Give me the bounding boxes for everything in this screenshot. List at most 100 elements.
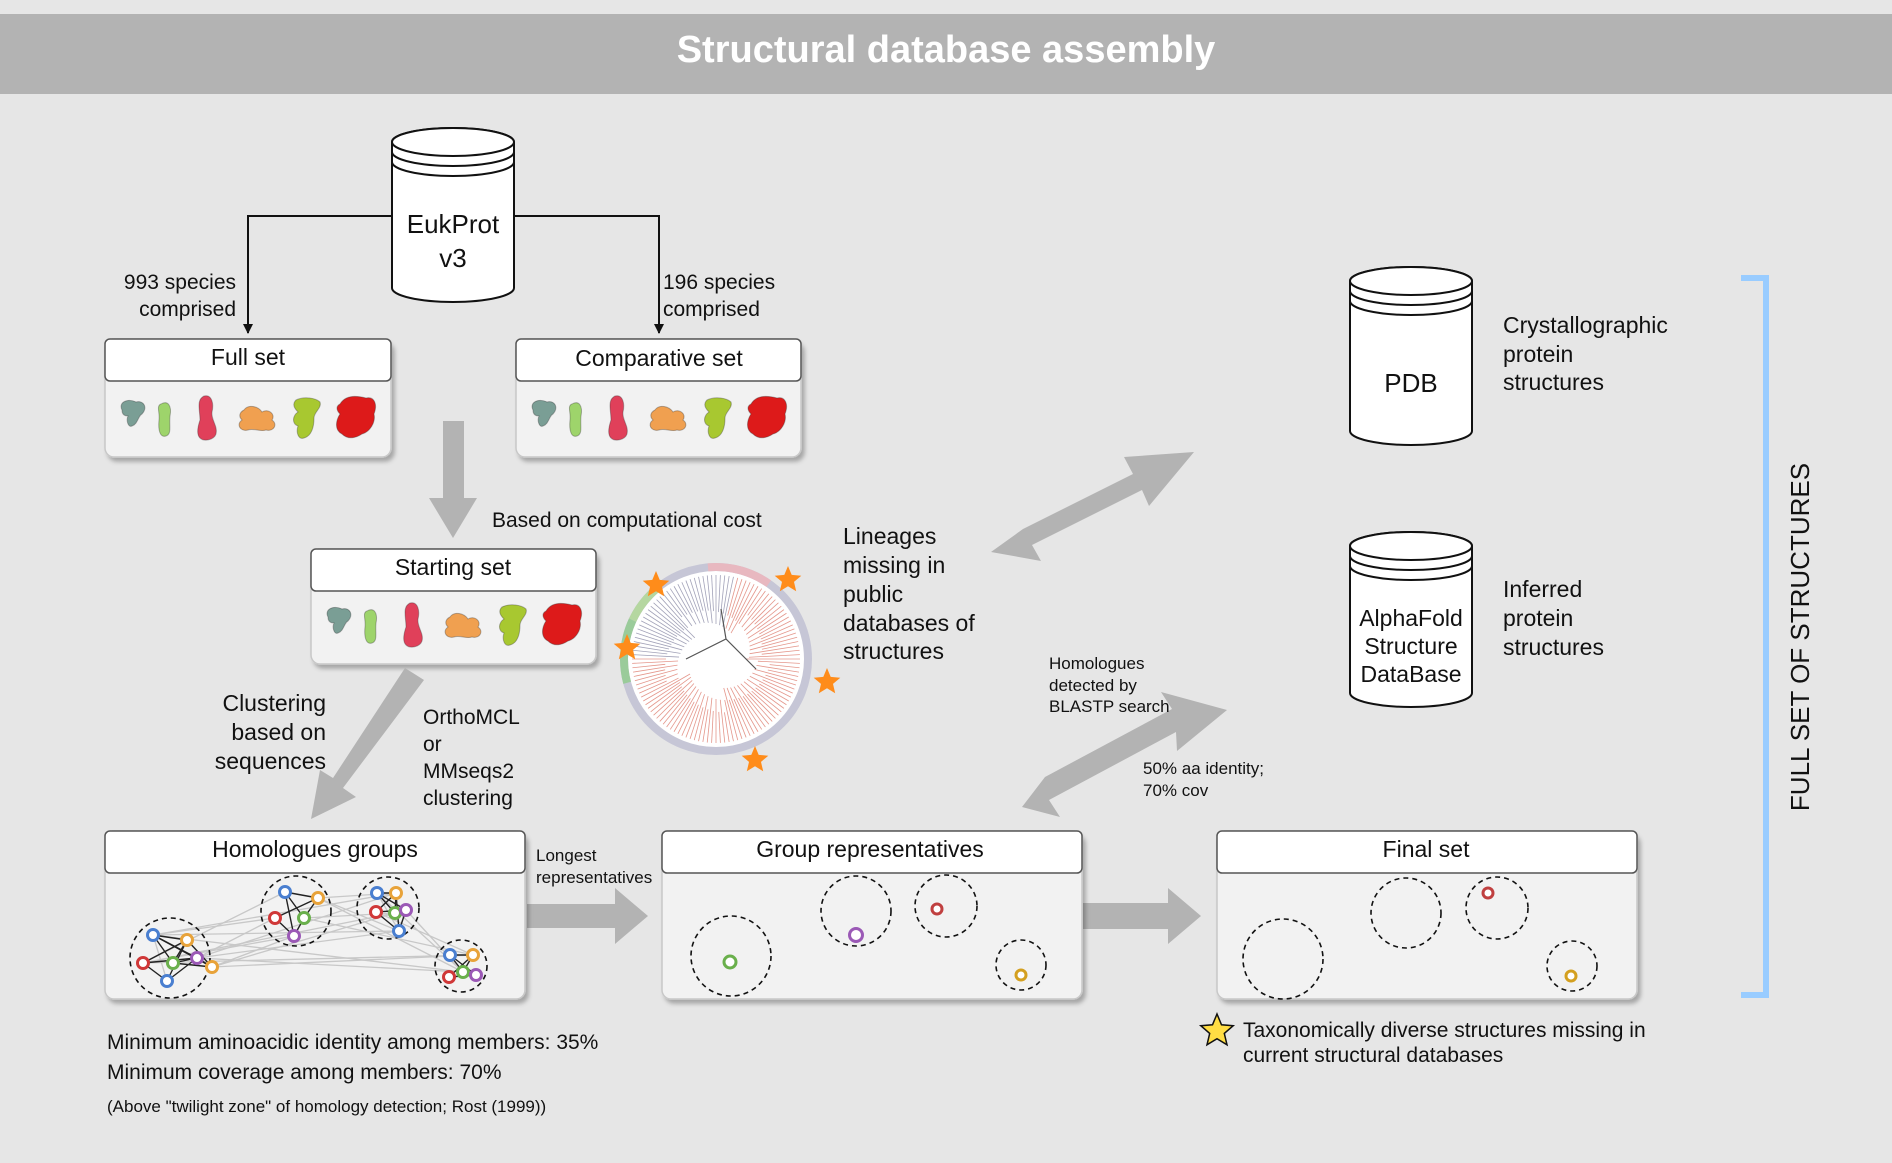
starting-set-proteins bbox=[326, 602, 583, 648]
network-edge-light bbox=[196, 930, 400, 959]
note-coverage: Minimum coverage among members: 70% bbox=[107, 1061, 502, 1084]
tree-branch bbox=[762, 679, 793, 694]
tree-branch bbox=[733, 699, 751, 736]
protein-structure-icon bbox=[649, 405, 687, 432]
protein-structure-icon bbox=[747, 395, 788, 439]
tree-branch bbox=[645, 682, 681, 706]
tree-branch bbox=[746, 605, 782, 635]
protein-structure-icon bbox=[403, 602, 423, 648]
crystallographic-line-3: structures bbox=[1503, 369, 1604, 395]
cluster-boundary bbox=[820, 875, 892, 947]
tree-branch bbox=[725, 578, 743, 629]
representative-node bbox=[930, 902, 944, 916]
protein-structure-icon bbox=[704, 397, 732, 439]
star-icon bbox=[774, 566, 802, 592]
tree-branch bbox=[747, 612, 787, 639]
homologues-detected-line-3: BLASTP search bbox=[1049, 697, 1170, 716]
tree-branch bbox=[730, 687, 755, 735]
tree-branch bbox=[747, 693, 773, 722]
tree-branch bbox=[677, 701, 695, 735]
cluster-boundary bbox=[129, 917, 211, 999]
protein-structure-icon bbox=[499, 604, 527, 646]
cylinder-ring bbox=[1349, 565, 1473, 581]
comparative-set-title: Comparative set bbox=[575, 345, 743, 371]
cylinder-top bbox=[1349, 266, 1473, 296]
tree-branch bbox=[722, 576, 734, 627]
protein-structure-icon bbox=[157, 402, 171, 437]
lineages-line-5: structures bbox=[843, 638, 944, 664]
tree-branch bbox=[744, 599, 776, 631]
full-set-bracket bbox=[1741, 275, 1769, 998]
tree-branch bbox=[749, 636, 798, 651]
tree-branch bbox=[650, 605, 693, 640]
protein-structure-icon bbox=[542, 602, 583, 646]
network-node bbox=[388, 906, 402, 920]
network-node bbox=[180, 933, 194, 947]
tree-branch bbox=[637, 673, 678, 690]
tree-branch bbox=[718, 711, 721, 743]
homologues-groups-title: Homologues groups bbox=[212, 836, 418, 862]
tree-stars bbox=[613, 566, 841, 772]
group-representatives-circles bbox=[690, 874, 1047, 997]
tree-branch bbox=[634, 636, 683, 651]
tree-branch bbox=[728, 699, 743, 740]
network-edge bbox=[284, 891, 295, 937]
tree-branch bbox=[640, 677, 679, 698]
identity-cov-line-2: 70% cov bbox=[1143, 781, 1209, 800]
star-icon bbox=[741, 746, 769, 772]
alphafold-label-line-3: DataBase bbox=[1360, 661, 1461, 687]
tree-branch bbox=[669, 588, 688, 615]
tree-branch bbox=[689, 694, 705, 740]
network-node bbox=[166, 956, 180, 970]
tree-branch bbox=[632, 654, 680, 658]
full-set-species-line-1: 993 species bbox=[124, 271, 236, 294]
cylinder-ring bbox=[391, 151, 515, 167]
cluster-boundary bbox=[1370, 877, 1442, 949]
tree-branch bbox=[718, 575, 721, 613]
tree-branch bbox=[640, 620, 687, 645]
tree-branch bbox=[737, 685, 770, 725]
representative-node bbox=[1481, 886, 1495, 900]
tree-branch bbox=[656, 690, 685, 719]
final-set-circles bbox=[1242, 876, 1598, 1000]
tree-branch bbox=[639, 680, 667, 694]
tree-branch bbox=[653, 680, 693, 716]
group-representatives-panel: Group representatives bbox=[661, 830, 1083, 1000]
tree-branch bbox=[722, 575, 730, 614]
tree-branch bbox=[719, 575, 726, 626]
tree-branch bbox=[647, 609, 681, 634]
network-edge-light bbox=[196, 892, 397, 959]
network-edge-light bbox=[152, 934, 464, 973]
orthomcl-label-line-3: MMseqs2 bbox=[423, 760, 514, 783]
tree-branch bbox=[738, 588, 763, 624]
tree-branch bbox=[659, 596, 689, 629]
pdb-database-icon bbox=[1349, 266, 1473, 446]
tree-branch bbox=[666, 590, 693, 627]
cluster-boundary bbox=[260, 875, 332, 947]
legend-star-icon bbox=[1198, 1012, 1236, 1047]
comparative-set-species-line-1: 196 species bbox=[663, 271, 775, 294]
cylinder-ring bbox=[1349, 555, 1473, 571]
network-node bbox=[399, 903, 413, 917]
tree-branch bbox=[635, 632, 672, 645]
tree-branch bbox=[632, 664, 678, 673]
protein-structure-icon bbox=[531, 399, 557, 427]
orthomcl-label-line-1: OrthoMCL bbox=[423, 706, 520, 729]
tree-branch bbox=[724, 699, 734, 742]
full-set-species-line-2: comprised bbox=[139, 298, 236, 321]
alphafold-label-line-2: Structure bbox=[1364, 633, 1457, 659]
network-node bbox=[278, 885, 292, 899]
representative-node bbox=[722, 954, 738, 970]
star-icon bbox=[613, 634, 641, 660]
clustering-label-line-1: Clustering bbox=[222, 690, 326, 716]
protein-structure-icon bbox=[568, 402, 582, 437]
cluster-boundary bbox=[995, 939, 1047, 991]
network-node bbox=[389, 886, 403, 900]
tree-branch bbox=[740, 683, 776, 719]
cylinder-ring bbox=[1349, 290, 1473, 306]
tree-branch bbox=[748, 654, 800, 658]
legend-star-line-2: current structural databases bbox=[1243, 1044, 1503, 1067]
diagram-title: Structural database assembly bbox=[677, 29, 1216, 71]
tree-branch bbox=[748, 620, 792, 643]
